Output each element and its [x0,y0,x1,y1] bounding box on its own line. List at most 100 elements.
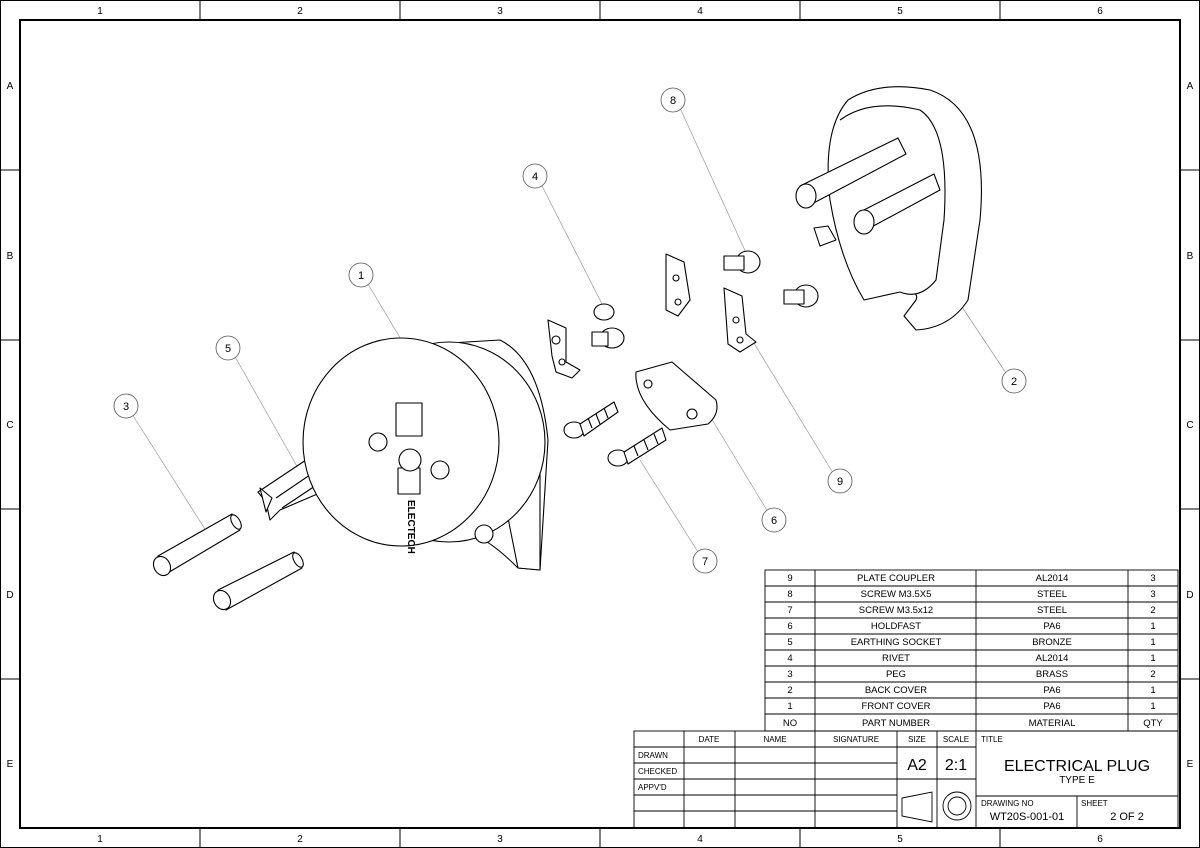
tb-row-drawn: DRAWN [638,751,668,760]
zone-row-left-a: A [7,81,14,92]
bom-cell: BACK COVER [865,685,927,696]
bom-cell: PA6 [1043,701,1060,712]
exploded-view: ELECTECH [152,86,982,611]
tb-col-signature: SIGNATURE [833,735,879,744]
tb-col-name: NAME [763,735,786,744]
zone-col-bottom-1: 1 [97,834,103,845]
bom-cell: 3 [1150,589,1155,600]
bom-table: 9 PLATE COUPLER AL2014 3 8 SCREW M3.5X5 … [764,569,1179,732]
zone-row-left-d: D [6,590,13,601]
bom-cell: 1 [1150,621,1155,632]
bom-cell: SCREW M3.5X5 [861,589,932,600]
bom-cell: BRONZE [1032,637,1072,648]
balloon-labels: 1 2 3 4 5 6 7 8 9 [123,95,1017,568]
balloon-6: 6 [771,515,777,527]
bom-cell: 2 [1150,669,1155,680]
zone-row-left-e: E [7,759,14,770]
balloon-5: 5 [225,343,231,355]
bom-header: NO [783,718,797,729]
front-cover-marking: ELECTECH [405,500,416,554]
tb-scale-label: SCALE [943,735,969,744]
part-screw-long [563,401,667,467]
balloon-3: 3 [123,401,129,413]
balloons [113,87,1027,574]
zone-col-top-2: 2 [297,6,303,17]
zone-col-top-4: 4 [697,6,703,17]
part-back-cover [795,86,982,331]
part-holdfast [635,361,718,431]
bom-header: MATERIAL [1029,718,1076,729]
zone-row-right-b: B [1187,251,1194,262]
drawing-subtitle: TYPE E [1059,775,1095,786]
part-rivet [547,303,625,379]
tb-size-label: SIZE [908,735,926,744]
bom-header: QTY [1143,718,1163,729]
tb-row-checked: CHECKED [638,767,677,776]
bom-cell: BRASS [1036,669,1068,680]
bom-cell: 6 [787,621,792,632]
tb-sheet-label: SHEET [1081,799,1108,808]
balloon-1: 1 [358,270,364,282]
zone-row-left-c: C [6,420,13,431]
part-peg [152,513,304,611]
bom-cell: 3 [787,669,792,680]
bom-cell: AL2014 [1036,573,1069,584]
bom-cell: AL2014 [1036,653,1069,664]
bom-cell: 1 [787,701,792,712]
zone-row-left-b: B [7,251,14,262]
zone-row-right-e: E [1187,759,1194,770]
bom-cell: STEEL [1037,589,1067,600]
zone-col-top-6: 6 [1097,6,1103,17]
zone-col-bottom-5: 5 [897,834,903,845]
tb-scale-value: 2:1 [945,757,967,774]
tb-drawing-no-label: DRAWING NO [981,799,1034,808]
zone-row-right-a: A [1187,81,1194,92]
balloon-4: 4 [532,171,538,183]
bom-cell: FRONT COVER [862,701,931,712]
bom-header: PART NUMBER [862,718,930,729]
bom-cell: PEG [886,669,906,680]
bom-cell: STEEL [1037,605,1067,616]
bom-cell: 4 [787,653,792,664]
bom-cell: 8 [787,589,792,600]
bom-cell: 1 [1150,637,1155,648]
zone-col-top-5: 5 [897,6,903,17]
balloon-9: 9 [837,476,843,488]
zone-col-bottom-2: 2 [297,834,303,845]
bom-cell: 1 [1150,653,1155,664]
bom-cell: 5 [787,637,792,648]
bom-cell: EARTHING SOCKET [851,637,942,648]
balloon-8: 8 [670,95,676,107]
balloon-7: 7 [702,556,708,568]
part-screw-short [723,250,819,308]
bom-cell: SCREW M3.5x12 [859,605,933,616]
zone-col-bottom-3: 3 [497,834,503,845]
bom-cell: 9 [787,573,792,584]
bom-cell: 1 [1150,701,1155,712]
zone-row-right-c: C [1186,420,1193,431]
zone-labels: 1 2 3 4 5 6 1 2 3 4 5 6 A B C D E A B C … [6,6,1193,845]
bom-cell: PLATE COUPLER [857,573,935,584]
tb-size-value: A2 [907,757,927,774]
tb-col-date: DATE [699,735,720,744]
part-front-cover: ELECTECH [302,337,549,571]
bom-cell: 7 [787,605,792,616]
zone-row-right-d: D [1186,590,1193,601]
bom-cell: 1 [1150,685,1155,696]
zone-col-top-3: 3 [497,6,503,17]
tb-title-label: TITLE [981,735,1003,744]
bom-cell: 3 [1150,573,1155,584]
zone-col-bottom-4: 4 [697,834,703,845]
bom-cell: HOLDFAST [871,621,921,632]
balloon-2: 2 [1011,376,1017,388]
bom-cell: PA6 [1043,621,1060,632]
part-plate-coupler [665,253,757,353]
drawing-number: WT20S-001-01 [990,811,1065,823]
bom-cell: 2 [787,685,792,696]
bom-cell: 2 [1150,605,1155,616]
sheet-number: 2 OF 2 [1110,811,1144,823]
zone-col-bottom-6: 6 [1097,834,1103,845]
zone-col-top-1: 1 [97,6,103,17]
bom-cell: PA6 [1043,685,1060,696]
